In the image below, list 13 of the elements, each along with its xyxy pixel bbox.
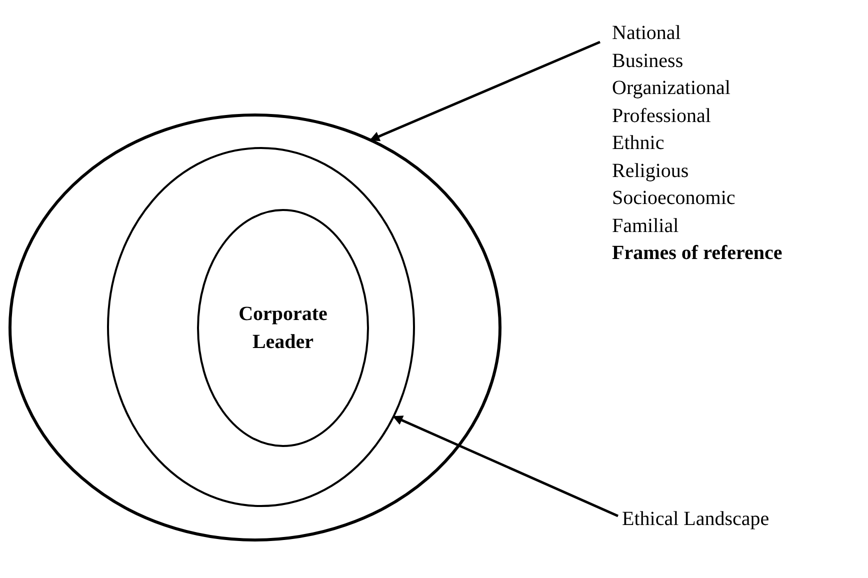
list-item: Ethnic (612, 131, 666, 156)
list-heading: Frames of reference (612, 241, 784, 266)
center-label: Corporate Leader (238, 302, 328, 355)
list-item: Business (612, 48, 684, 74)
callout-label: Ethical Landscape (622, 507, 770, 532)
arrow (369, 40, 600, 142)
list-item: Socioeconomic (612, 186, 736, 211)
list-item: Organizational (612, 76, 732, 101)
list-item: Familial (612, 214, 680, 238)
list-item: Professional (612, 104, 712, 128)
list-item: National (612, 21, 682, 46)
list-item: Religious (612, 158, 690, 184)
arrow (392, 415, 618, 518)
